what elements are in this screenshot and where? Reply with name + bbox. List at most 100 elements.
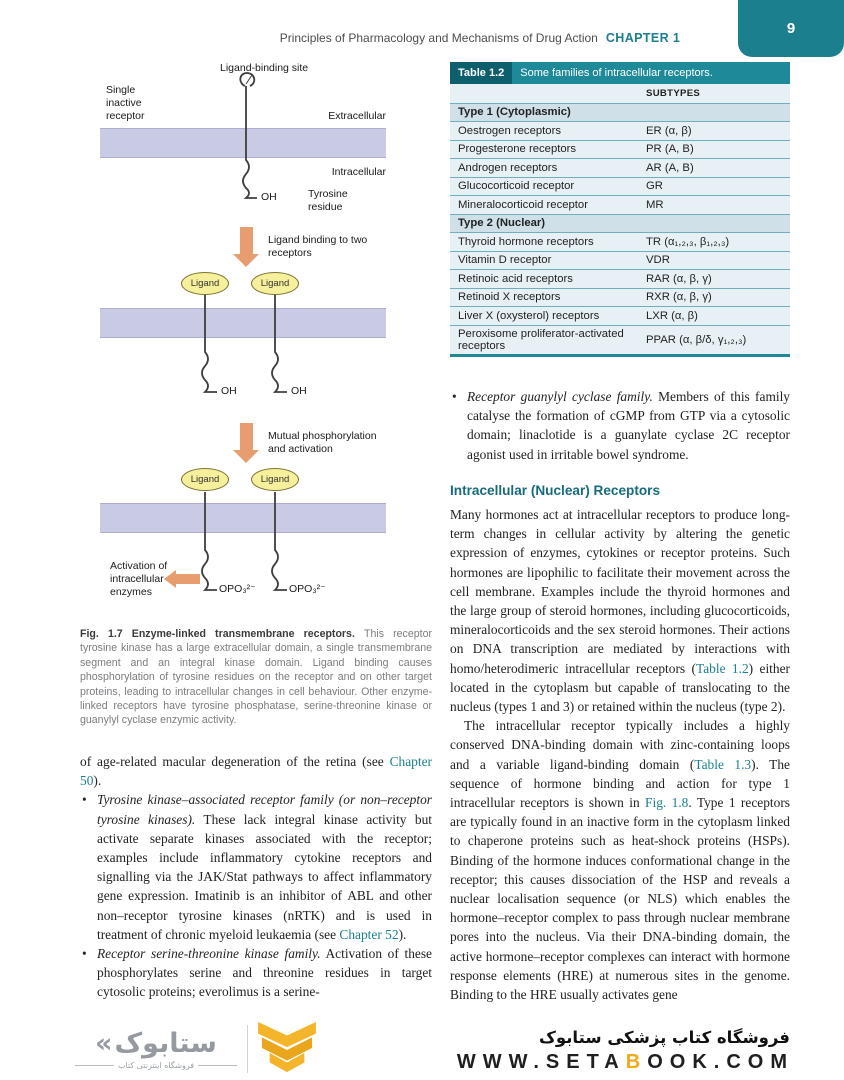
subtype-cell: AR (A, B) bbox=[646, 161, 694, 174]
bullet-item: Tyrosine kinase–associated receptor fami… bbox=[80, 790, 432, 944]
table-row: Mineralocorticoid receptor MR bbox=[450, 195, 790, 214]
text-run: The intracellular receptor typically inc… bbox=[450, 718, 790, 772]
text-run: of age-related macular degeneration of t… bbox=[80, 754, 390, 769]
right-column-text: Receptor guanylyl cyclase family. Member… bbox=[450, 387, 790, 1027]
website-url[interactable]: WWW.SETABOOK.COM bbox=[457, 1051, 794, 1074]
receptor-family-cell: Glucocorticoid receptor bbox=[458, 180, 575, 193]
down-arrow-head bbox=[233, 450, 259, 463]
down-arrow bbox=[240, 227, 253, 254]
table-body: SUBTYPES Type 1 (Cytoplasmic) Oestrogen … bbox=[450, 84, 790, 357]
running-header: Principles of Pharmacology and Mechanism… bbox=[200, 31, 760, 45]
subtype-cell: PPAR (α, β/δ, γ₁,₂,₃) bbox=[646, 333, 747, 346]
page-number: 9 bbox=[786, 20, 796, 37]
left-arrow bbox=[176, 574, 200, 584]
ligand-oval: Ligand bbox=[181, 468, 229, 491]
logo-wordmark: « ستابوک فروشگاه اینترنتی کتاب bbox=[75, 1027, 238, 1070]
subtype-cell: RXR (α, β, γ) bbox=[646, 291, 712, 304]
subtype-cell: TR (α₁,₂,₃, β₁,₂,₃) bbox=[646, 235, 730, 248]
receptor-family-cell: Mineralocorticoid receptor bbox=[458, 198, 588, 211]
table-row: Androgen receptors AR (A, B) bbox=[450, 158, 790, 177]
subtype-cell: PR (A, B) bbox=[646, 143, 694, 156]
cross-reference-link[interactable]: Chapter 52 bbox=[339, 926, 399, 942]
text-run: OOK.COM bbox=[647, 1051, 794, 1073]
label-oh: OH bbox=[291, 385, 307, 397]
subtype-cell: VDR bbox=[646, 254, 670, 267]
text-run: Fig. 1.7 Enzyme-linked transmembrane rec… bbox=[80, 628, 364, 640]
text-run: Receptor guanylyl cyclase family. bbox=[467, 389, 653, 404]
label-mutual-phosphorylation: Mutual phosphorylation and activation bbox=[268, 430, 377, 455]
text-run: B bbox=[625, 1051, 648, 1073]
running-title: Principles of Pharmacology and Mechanism… bbox=[279, 31, 598, 45]
store-name: فروشگاه کتاب پزشکی ستابوک bbox=[539, 1028, 790, 1047]
label-activation-enzymes: Activation of intracellular enzymes bbox=[110, 560, 168, 598]
figure-caption: Fig. 1.7 Enzyme-linked transmembrane rec… bbox=[80, 627, 432, 728]
ligand-oval: Ligand bbox=[251, 468, 299, 491]
bullet-item: Receptor guanylyl cyclase family. Member… bbox=[450, 387, 790, 464]
logo-chevron-icon bbox=[258, 1022, 316, 1073]
logo-text: ستابوک bbox=[114, 1027, 217, 1059]
receptor-family-cell: Thyroid hormone receptors bbox=[458, 235, 594, 248]
table-section-header: Type 2 (Nuclear) bbox=[450, 213, 790, 232]
table-title: Some families of intracellular receptors… bbox=[512, 62, 790, 84]
label-tyrosine-residue: Tyrosine residue bbox=[308, 188, 348, 213]
text-run: Activation of these phosphorylates serin… bbox=[97, 946, 432, 1000]
text-run: WWW.SETA bbox=[456, 1051, 626, 1073]
table-section-header: Type 1 (Cytoplasmic) bbox=[450, 102, 790, 121]
text-run: Tyrosine kinase–associated receptor fami… bbox=[97, 792, 432, 827]
down-arrow-head bbox=[233, 254, 259, 267]
receptor-diagram-lines bbox=[201, 72, 287, 591]
logo-divider bbox=[247, 1025, 248, 1073]
divider-line bbox=[198, 1064, 238, 1066]
text-run: ). bbox=[398, 926, 407, 942]
label-extracellular: Extracellular bbox=[328, 110, 386, 122]
label-oh: OH bbox=[221, 385, 237, 397]
down-arrow bbox=[240, 423, 253, 450]
column-header-subtypes: SUBTYPES bbox=[646, 87, 701, 99]
receptor-family-cell: Androgen receptors bbox=[458, 161, 558, 174]
table-column-header-row: SUBTYPES bbox=[450, 84, 790, 103]
paragraph: The intracellular receptor typically inc… bbox=[450, 716, 790, 1004]
text-run: Receptor serine-threonine kinase family. bbox=[97, 946, 321, 962]
table-row: Oestrogen receptors ER (α, β) bbox=[450, 121, 790, 140]
left-column-text: of age-related macular degeneration of t… bbox=[80, 752, 432, 1015]
text-run: Many hormones act at intracellular recep… bbox=[450, 507, 790, 676]
subtype-cell: MR bbox=[646, 198, 664, 211]
table-row: Vitamin D receptor VDR bbox=[450, 250, 790, 270]
subtype-cell: LXR (α, β) bbox=[646, 309, 698, 322]
table-row: Progesterone receptors PR (A, B) bbox=[450, 139, 790, 159]
receptor-family-cell: Oestrogen receptors bbox=[458, 124, 561, 137]
text-run: ) either located in the cytoplasm but ca… bbox=[450, 660, 790, 715]
logo-guillemet: « bbox=[95, 1027, 113, 1059]
ligand-oval: Ligand bbox=[181, 272, 229, 295]
subtype-cell: ER (α, β) bbox=[646, 124, 692, 137]
setabook-logo: « ستابوک فروشگاه اینترنتی کتاب bbox=[75, 1021, 320, 1077]
cross-reference-link[interactable]: Table 1.3 bbox=[694, 756, 752, 772]
text-run: Members of this family catalyse the form… bbox=[467, 389, 790, 462]
table-row: Peroxisome proliferator-activated recept… bbox=[450, 324, 790, 354]
paragraph: of age-related macular degeneration of t… bbox=[80, 752, 432, 790]
ligand-oval: Ligand bbox=[251, 272, 299, 295]
logo-subtitle: فروشگاه اینترنتی کتاب bbox=[117, 1060, 195, 1070]
receptor-family-cell: Peroxisome proliferator-activated recept… bbox=[458, 327, 624, 352]
left-arrow-head bbox=[164, 570, 176, 588]
page-number-tab: 9 bbox=[738, 0, 844, 57]
paragraph: Many hormones act at intracellular recep… bbox=[450, 505, 790, 716]
membrane-band bbox=[100, 128, 386, 158]
divider-line bbox=[75, 1064, 114, 1066]
cross-reference-link[interactable]: Table 1.2 bbox=[695, 660, 749, 676]
text-run: ). bbox=[93, 773, 102, 789]
logo-subtitle-row: فروشگاه اینترنتی کتاب bbox=[75, 1060, 238, 1070]
receptor-family-cell: Progesterone receptors bbox=[458, 143, 577, 156]
receptor-family-cell: Vitamin D receptor bbox=[458, 254, 552, 267]
cross-reference-link[interactable]: Chapter 50 bbox=[80, 754, 432, 789]
label-ligand-binding-site: Ligand-binding site bbox=[220, 62, 309, 74]
label-intracellular: Intracellular bbox=[331, 166, 386, 178]
footer: « ستابوک فروشگاه اینترنتی کتاب فروشگاه ک… bbox=[0, 1018, 844, 1080]
table-label: Table 1.2 bbox=[450, 62, 513, 84]
cross-reference-link[interactable]: Fig. 1.8 bbox=[645, 795, 689, 811]
table-1-2: Table 1.2 Some families of intracellular… bbox=[450, 62, 790, 357]
